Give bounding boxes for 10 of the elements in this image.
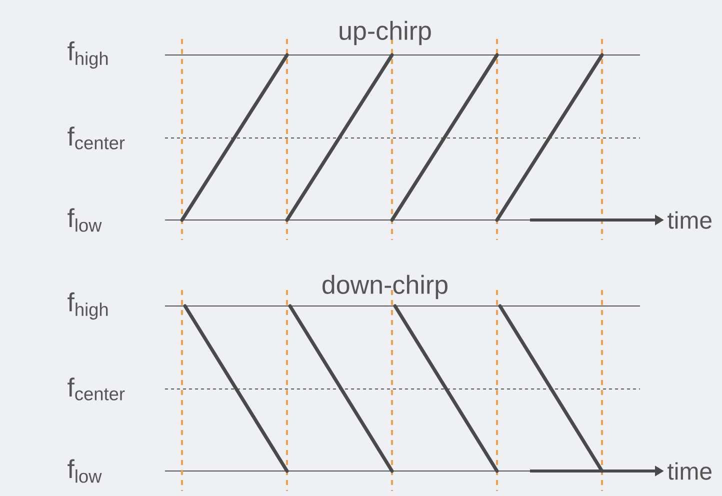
- axis-label: f$_{low}$: [68, 459, 102, 483]
- axis-label: f$_{center}$: [68, 378, 125, 400]
- axis-label: f$_{high}$: [68, 292, 108, 320]
- axis-label: f$_{high}$: [68, 41, 108, 69]
- plot-title: up-chirp: [340, 20, 431, 46]
- axis-label: f$_{center}$: [68, 126, 125, 150]
- axis-label: f$_{low}$: [68, 208, 102, 232]
- plot-title: down-chirp: [322, 274, 448, 300]
- axis-label: time: [668, 211, 712, 229]
- axis-label: time: [668, 462, 712, 480]
